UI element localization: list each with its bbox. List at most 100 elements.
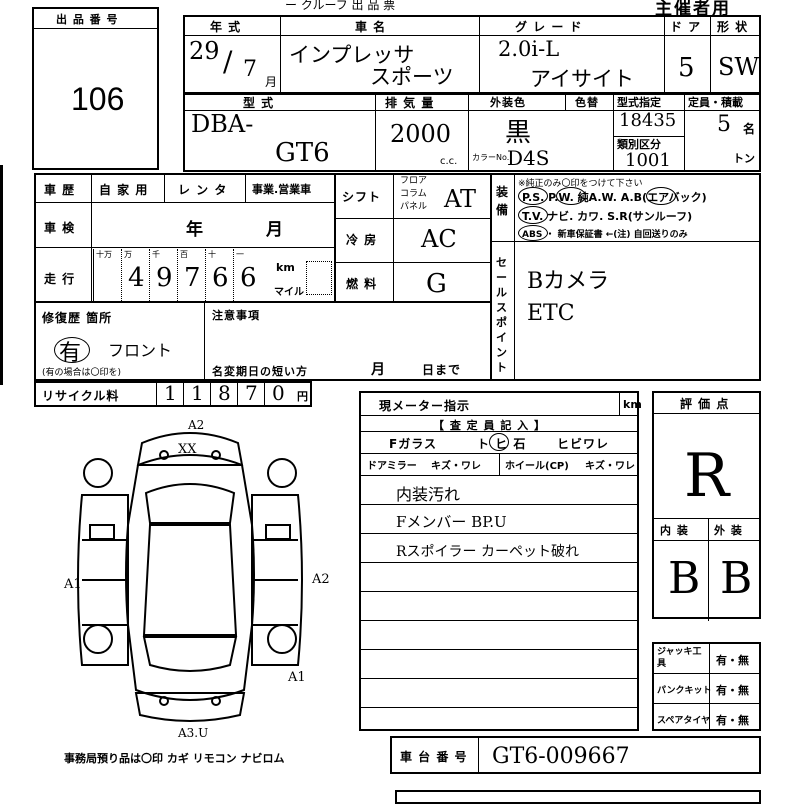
shift-label: シフト [342, 190, 382, 204]
glass-crack: ヒビワレ [557, 437, 610, 451]
type-value-2: GT6 [275, 138, 330, 168]
recycle-cell: 0 [264, 381, 291, 405]
puncture-label: パンクキット [657, 686, 712, 696]
grade-value-1: 2.0i-L [498, 37, 560, 61]
spare-label: スペアタイヤ [657, 716, 711, 726]
recycle-digit: 8 [218, 381, 231, 405]
recycle-digit: 7 [245, 381, 258, 405]
equipment-checks-block: ジャッキ工具 有・無 パンクキット 有・無 スペアタイヤ 有・無 [652, 642, 761, 731]
puncture-yes-no[interactable]: 有・無 [716, 684, 749, 697]
meter-label: 現メーター指示 [379, 399, 471, 413]
shift-option-column: コラム [400, 189, 427, 199]
vehicle-row: 年 式 車 名 グ レ ー ド ド ア 形 状 29 / 7 月 インプレッサ … [183, 15, 761, 95]
displacement-label: 排 気 量 [385, 96, 435, 110]
mileage-cell: 十万 [93, 249, 121, 303]
type-label: 型 式 [243, 96, 275, 110]
door-value: 5 [678, 53, 695, 83]
capacity-value: 5 [717, 112, 731, 137]
inspector-section-label: 【 査 定 員 記 入 】 [433, 419, 546, 432]
shift-options: フロア コラム パネル [400, 175, 427, 214]
model-row: 型 式 排 気 量 外装色 色替 型式指定 定員・積載 類別区分 DBA- GT… [183, 92, 761, 172]
capacity-label: 定員・積載 [688, 96, 743, 109]
wheel-front-left [83, 458, 113, 488]
mileage-cell-header: 百 [180, 250, 188, 259]
diagram-mark-a3u: A3.U [177, 726, 208, 740]
recycle-unit: 円 [297, 390, 308, 403]
diagram-mark-a1-left: A1 [63, 577, 82, 592]
interior-label: 内 装 [660, 524, 689, 537]
inspector-note-1: 内装汚れ [396, 485, 461, 504]
mileage-cell-header: 千 [152, 250, 160, 259]
history-business: 事業.営業車 [252, 183, 312, 196]
diagram-mark-a1-right: A1 [287, 670, 306, 685]
class-label: 類別区分 [617, 138, 661, 151]
mirror-label: ドアミラー [367, 461, 417, 472]
color-change-label: 色替 [575, 96, 599, 109]
wheel-rear-left [83, 624, 113, 654]
diagram-mark-xx: XX [178, 442, 197, 457]
inspector-note-2: Fメンバー BP.U [396, 513, 507, 531]
tv-circle-mark [518, 206, 548, 224]
mileage-cell-header: 十 [208, 250, 216, 259]
mileage-label: 走 行 [44, 272, 76, 286]
name-change-label: 名変期日の短い方 [212, 365, 308, 378]
shift-option-panel: パネル [400, 202, 428, 212]
km-unit: km [276, 261, 295, 274]
wheel-options: キズ・ワレ [585, 461, 635, 472]
car-rear-window [142, 636, 238, 672]
chassis-value: GT6-009667 [492, 744, 630, 769]
shift-value: AT [444, 185, 477, 213]
mirror-options: キズ・ワレ [431, 461, 481, 472]
diagram-mark-a2-top: A2 [187, 418, 204, 432]
equipment-line-1: P.S. P.W. 純A.W. A.B(エアバック) [522, 191, 707, 204]
car-roof [142, 524, 238, 636]
recycle-digit: 1 [164, 381, 177, 405]
equipment-line-2: T.V. ナビ. カワ. S.R(サンルーフ) [522, 210, 693, 223]
sales-points-label: セールスポイント [496, 256, 508, 374]
recycle-cell: 8 [210, 381, 237, 405]
mileage-digit: 6 [240, 263, 257, 293]
history-label: 車 歴 [44, 183, 76, 197]
repair-location: フロント [108, 341, 173, 360]
note-ruled-line [361, 678, 637, 679]
mileage-digit: 7 [184, 263, 201, 293]
shift-block: シフト フロア コラム パネル AT 冷 房 AC 燃 料 G [334, 173, 492, 303]
exterior-value: B [720, 553, 753, 604]
rating-score: R [684, 441, 730, 511]
inspection-year: 年 [186, 220, 204, 240]
chassis-block: 車 台 番 号 GT6-009667 [390, 736, 761, 774]
form-owner-title: 主催者用 [655, 0, 731, 19]
caution-label: 注意事項 [212, 309, 260, 322]
office-note: 事務局預り品は〇印 カギ リモコン ナビロム [64, 752, 285, 765]
note-ruled-line [361, 707, 637, 708]
spare-yes-no[interactable]: 有・無 [716, 714, 749, 727]
chassis-label: 車 台 番 号 [400, 750, 468, 764]
wheel-front-right [267, 458, 297, 488]
exterior-color-label: 外装色 [490, 96, 526, 109]
note-ruled-line [361, 649, 637, 650]
ab-circle-mark [646, 187, 676, 205]
rating-label: 評 価 点 [680, 397, 730, 411]
margin-tick [0, 165, 3, 385]
repair-note: (有の場合は〇印を) [42, 368, 122, 378]
color-no-value: D4S [507, 146, 550, 170]
equipment-block: 装 備 ※純正のみ〇印をつけて下さい P.S. P.W. 純A.W. A.B(エ… [490, 173, 761, 381]
shift-option-floor: フロア [400, 176, 428, 186]
km-mile-checkbox[interactable] [306, 261, 332, 295]
month-value: 7 [243, 57, 257, 82]
year-label: 年 式 [210, 20, 242, 34]
mileage-digit: 9 [156, 263, 173, 293]
note-ruled-line [361, 591, 637, 592]
inspection-month: 月 [266, 220, 284, 240]
jack-yes-no[interactable]: 有・無 [716, 654, 749, 667]
car-body-outline [125, 454, 255, 701]
repair-value: 有 [59, 341, 82, 366]
recycle-cell: 7 [237, 381, 264, 405]
capacity-unit: 名 [743, 122, 756, 136]
diagram-mark-a2-right: A2 [311, 572, 330, 587]
sales-point-2: ETC [527, 301, 575, 326]
interior-value: B [668, 553, 701, 604]
mileage-digit: 6 [212, 263, 229, 293]
ac-label: 冷 房 [346, 233, 378, 247]
